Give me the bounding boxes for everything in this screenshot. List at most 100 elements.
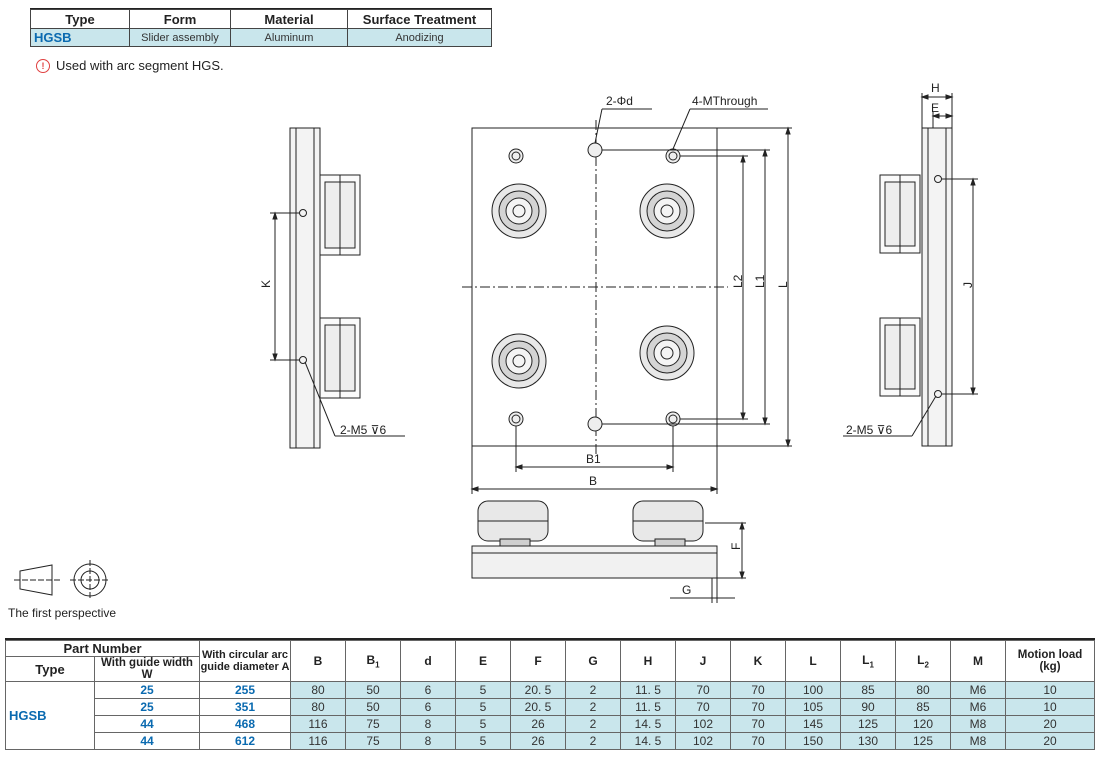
guide-width-cell: 25	[94, 681, 200, 699]
value-cell: 70	[675, 698, 731, 716]
col-m-header: M	[950, 640, 1006, 682]
m5-right-label: 2-M5 ⊽6	[846, 423, 892, 437]
col-b-header: B	[290, 640, 346, 682]
value-cell: 20. 5	[510, 698, 566, 716]
guide-width-cell: 44	[94, 732, 200, 750]
col-g-header: G	[565, 640, 621, 682]
col-d-header: d	[400, 640, 456, 682]
bottom-view	[471, 500, 746, 603]
value-cell: 105	[785, 698, 841, 716]
spec-form-value: Slider assembly	[129, 28, 231, 47]
value-cell: 20	[1005, 732, 1095, 750]
value-cell: 70	[730, 698, 786, 716]
dim-b-label: B	[589, 474, 597, 488]
four-m-label: 4-MThrough	[692, 94, 757, 108]
value-cell: 5	[455, 715, 511, 733]
value-cell: 5	[455, 681, 511, 699]
value-cell: 85	[895, 698, 951, 716]
wheel-bottom-left	[491, 333, 547, 389]
value-cell: 2	[565, 698, 621, 716]
col-l1-header: L1	[840, 640, 896, 682]
m5-left-label: 2-M5 ⊽6	[340, 423, 386, 437]
value-cell: M6	[950, 698, 1006, 716]
type-value-cell: HGSB	[5, 681, 95, 750]
value-cell: 20	[1005, 715, 1095, 733]
value-cell: 102	[675, 732, 731, 750]
wheel-top-left	[491, 183, 547, 239]
dim-b1-label: B1	[586, 452, 601, 466]
dim-l-label: L	[776, 281, 790, 288]
col-l-header: L	[785, 640, 841, 682]
col-l2-header: L2	[895, 640, 951, 682]
value-cell: 130	[840, 732, 896, 750]
spec-header-material: Material	[230, 9, 348, 29]
col-j-header: J	[675, 640, 731, 682]
usage-note-text: Used with arc segment HGS.	[56, 58, 224, 73]
value-cell: M6	[950, 681, 1006, 699]
value-cell: 75	[345, 715, 401, 733]
value-cell: 100	[785, 681, 841, 699]
value-cell: 70	[730, 732, 786, 750]
value-cell: 116	[290, 732, 346, 750]
guide-diameter-cell: 255	[199, 681, 291, 699]
value-cell: 85	[840, 681, 896, 699]
guide-width-cell: 44	[94, 715, 200, 733]
dim-j-label: J	[961, 282, 975, 288]
value-cell: 70	[675, 681, 731, 699]
value-cell: 50	[345, 698, 401, 716]
col-k-header: K	[730, 640, 786, 682]
phi-d-label: 2-Φd	[606, 94, 633, 108]
left-side-view	[270, 127, 405, 449]
value-cell: 80	[290, 698, 346, 716]
header-row-1: Part Number With circular arc guide diam…	[5, 640, 1095, 682]
guide-diameter-cell: 468	[199, 715, 291, 733]
diameter-header: With circular arc guide diameter A	[199, 640, 291, 682]
value-cell: 70	[730, 715, 786, 733]
dim-h-label: H	[931, 81, 940, 95]
col-e-header: E	[455, 640, 511, 682]
width-header: With guide width W	[94, 656, 200, 682]
value-cell: 14. 5	[620, 715, 676, 733]
type-header: Type	[5, 656, 95, 682]
spec-material-value: Aluminum	[230, 28, 348, 47]
value-cell: 90	[840, 698, 896, 716]
exclamation-circle-icon: !	[36, 58, 50, 73]
dim-e-label: E	[931, 101, 939, 115]
value-cell: 125	[895, 732, 951, 750]
value-cell: 50	[345, 681, 401, 699]
value-cell: 5	[455, 732, 511, 750]
value-cell: 8	[400, 732, 456, 750]
spec-type-value: HGSB	[30, 28, 130, 47]
value-cell: 2	[565, 732, 621, 750]
spec-surface-value: Anodizing	[347, 28, 492, 47]
value-cell: 75	[345, 732, 401, 750]
usage-note: ! Used with arc segment HGS.	[36, 58, 224, 73]
data-table-top-rule	[5, 638, 1095, 640]
dim-k-label: K	[259, 280, 273, 288]
spec-table: Type Form Material Surface Treatment HGS…	[30, 9, 492, 47]
wheel-bottom-right	[639, 325, 695, 381]
value-cell: 26	[510, 732, 566, 750]
value-cell: 6	[400, 698, 456, 716]
value-cell: 150	[785, 732, 841, 750]
value-cell: 20. 5	[510, 681, 566, 699]
part-number-header: Part Number	[5, 640, 200, 657]
value-cell: 8	[400, 715, 456, 733]
col-f-header: F	[510, 640, 566, 682]
value-cell: 10	[1005, 698, 1095, 716]
spec-value-row: HGSB Slider assembly Aluminum Anodizing	[30, 28, 492, 47]
dim-f-label: F	[729, 543, 743, 550]
col-load-header: Motion load (kg)	[1005, 640, 1095, 682]
value-cell: 70	[730, 681, 786, 699]
perspective-label: The first perspective	[8, 606, 117, 620]
guide-width-cell: 25	[94, 698, 200, 716]
value-cell: 2	[565, 681, 621, 699]
guide-diameter-cell: 351	[199, 698, 291, 716]
value-cell: 14. 5	[620, 732, 676, 750]
col-h-header: H	[620, 640, 676, 682]
